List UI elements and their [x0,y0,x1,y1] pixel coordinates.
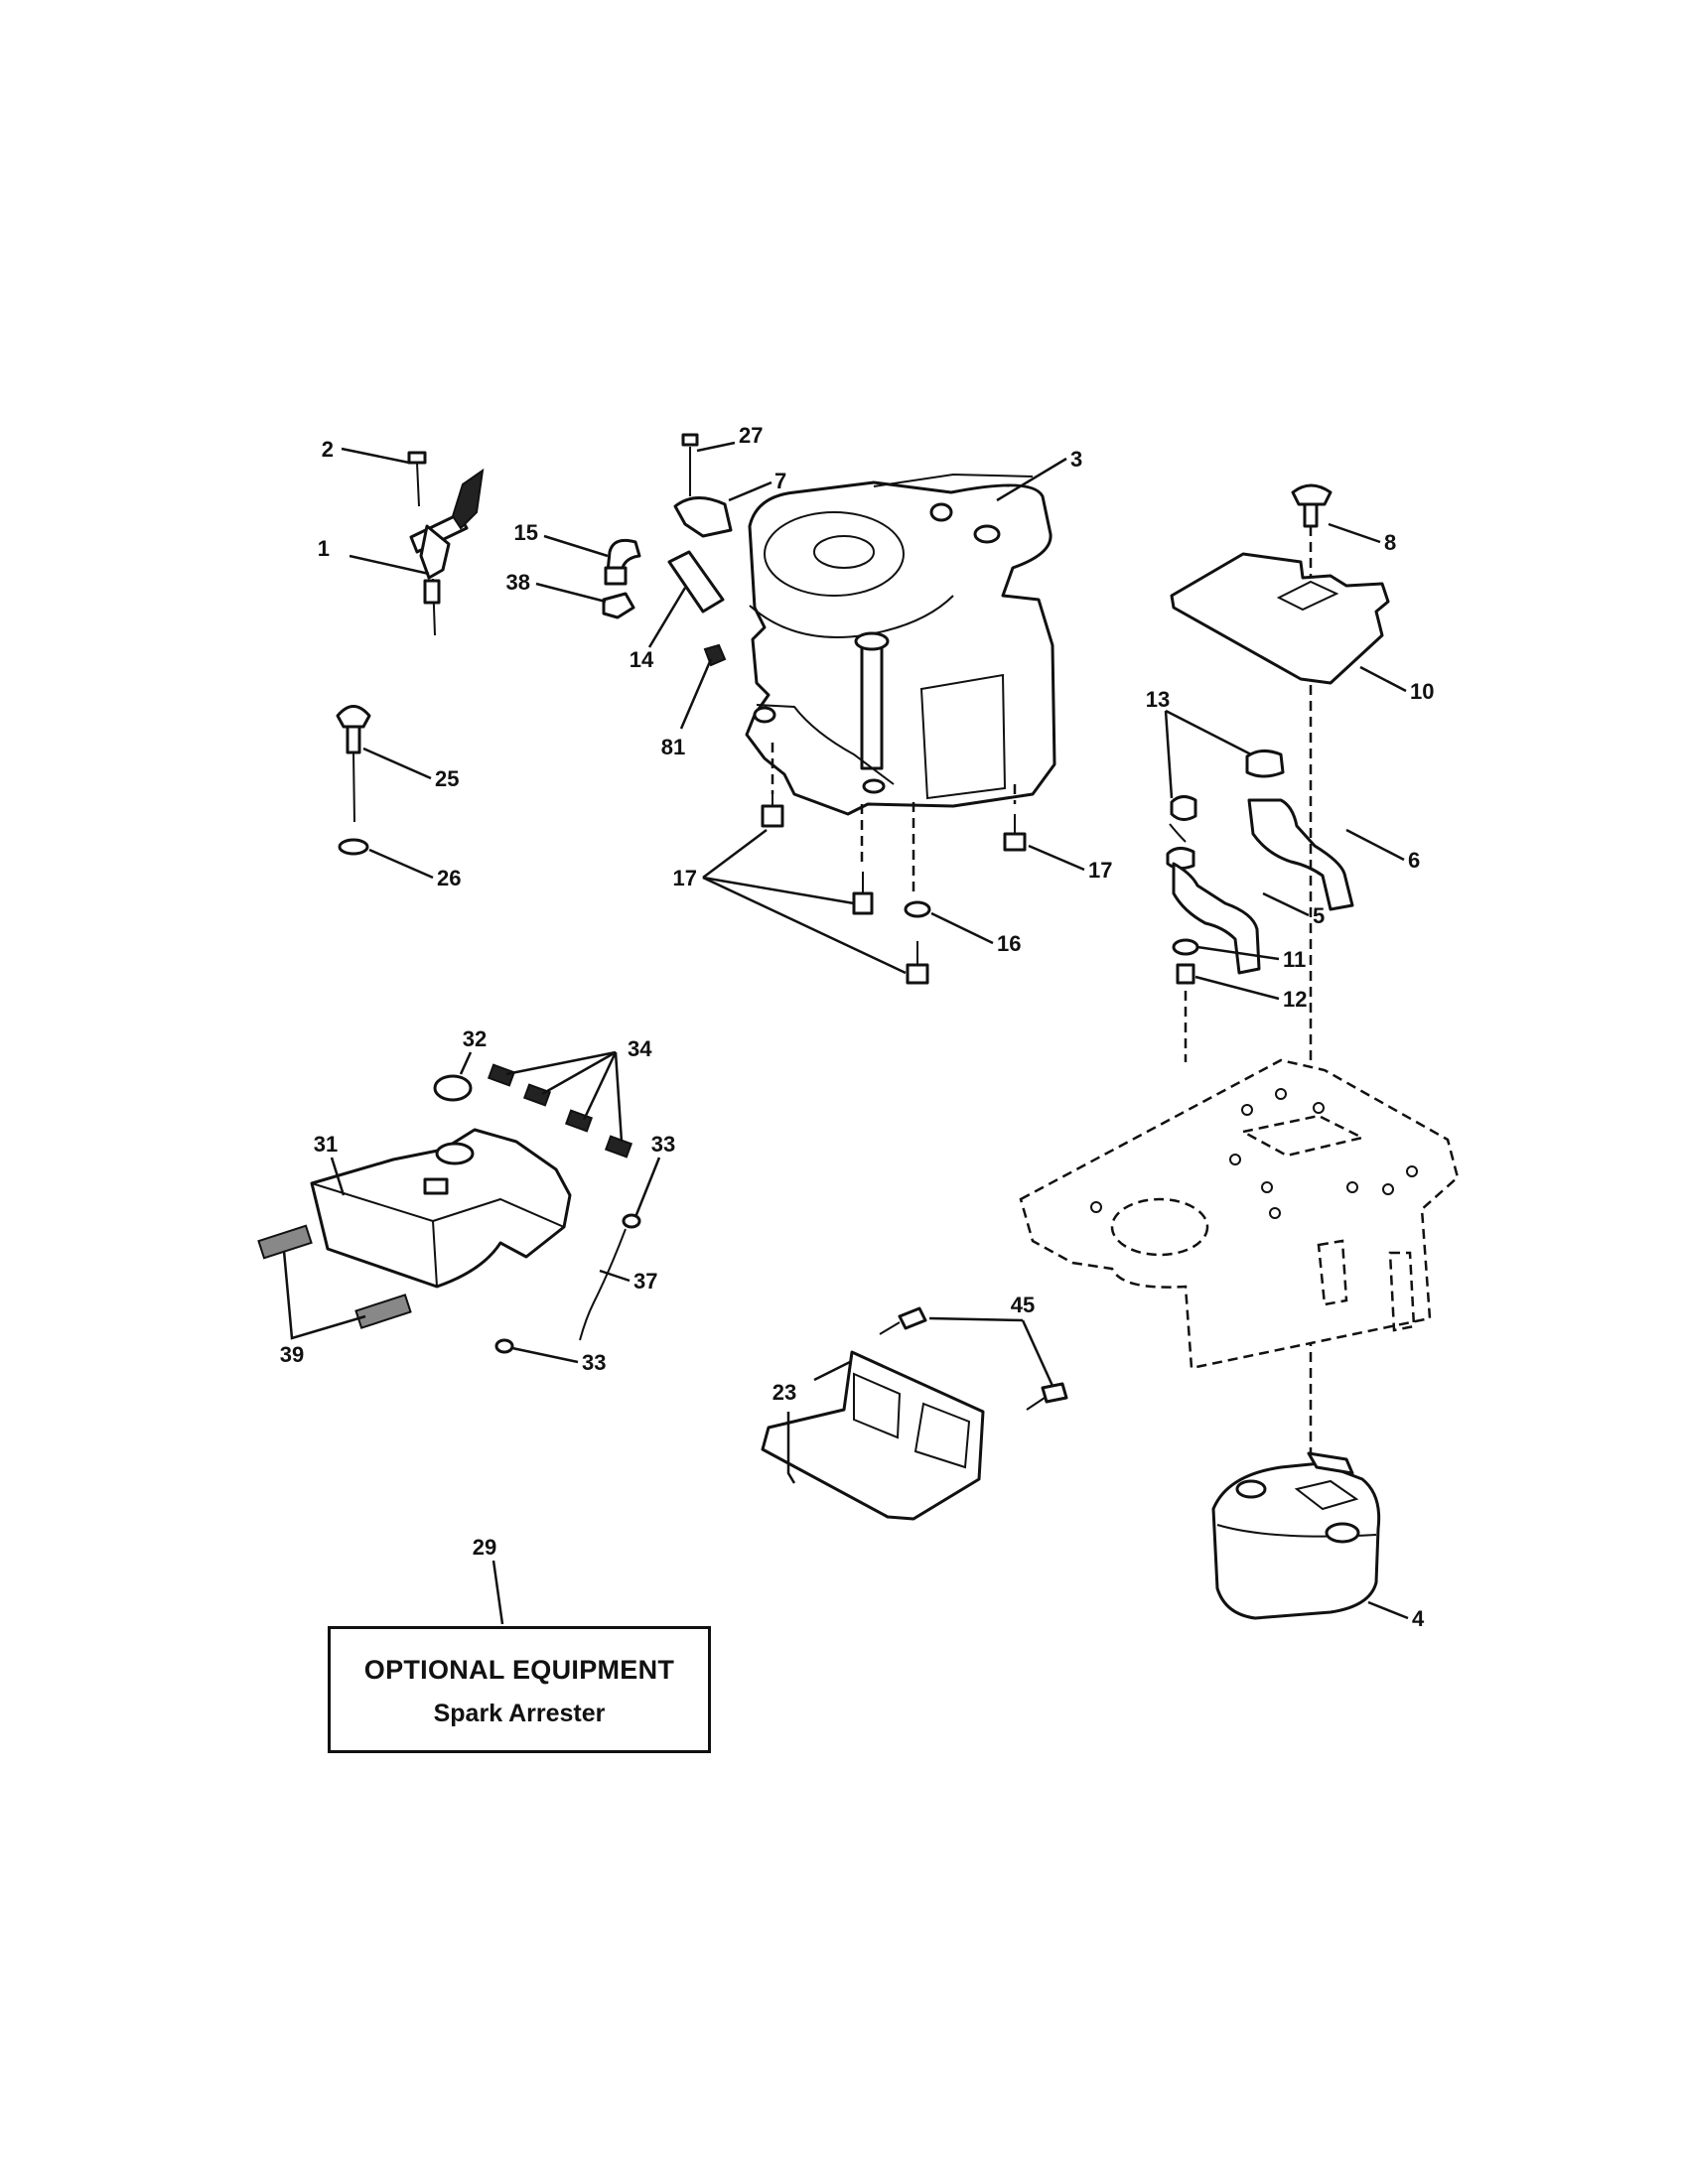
callout-5: 5 [1313,903,1325,928]
fuel-tank-part [257,1063,641,1354]
callout-17-right: 17 [1088,858,1112,883]
fuel-fittings-part [602,433,733,667]
callout-3: 3 [1070,447,1082,472]
spark-arrester-label: Spark Arrester [433,1700,606,1727]
callout-27: 27 [739,423,763,448]
muffler-part [1211,1451,1381,1620]
callout-23: 23 [772,1380,796,1405]
callout-13: 13 [1146,687,1170,712]
callout-32: 32 [463,1026,487,1051]
callout-17-left: 17 [673,866,697,890]
callout-15: 15 [514,520,538,545]
callout-38: 38 [506,570,530,595]
callout-39: 39 [280,1342,304,1367]
callout-45: 45 [1011,1293,1035,1317]
callout-29: 29 [473,1535,496,1560]
callout-8: 8 [1384,530,1396,555]
throttle-control-part [407,451,485,636]
leader-lines [282,441,1409,1625]
callout-26: 26 [437,866,461,890]
callout-11: 11 [1283,947,1306,972]
callout-1: 1 [318,536,330,561]
callout-7: 7 [774,469,786,493]
optional-equipment-title: OPTIONAL EQUIPMENT [363,1655,675,1685]
callout-4: 4 [1412,1606,1425,1631]
callout-labels: 1 2 3 4 5 6 7 8 10 11 12 13 14 15 16 17 … [280,423,1435,1631]
callout-12: 12 [1283,987,1307,1012]
callout-14: 14 [630,647,654,672]
choke-knob-part [336,705,371,856]
mounting-plate-part [1019,685,1460,1459]
callout-34: 34 [628,1036,652,1061]
callout-81: 81 [661,735,685,759]
callout-6: 6 [1408,848,1420,873]
callout-10: 10 [1410,679,1434,704]
callout-25: 25 [435,766,459,791]
callout-37: 37 [633,1269,657,1294]
engine-part [745,473,1056,816]
callout-31: 31 [314,1132,338,1157]
engine-bolts-part [761,743,1027,985]
muffler-guard-part [761,1306,1068,1521]
callout-33-bottom: 33 [582,1350,606,1375]
optional-equipment-box: OPTIONAL EQUIPMENT Spark Arrester [328,1626,711,1753]
exhaust-pipes-part [1166,750,1354,985]
callout-33-top: 33 [651,1132,675,1157]
heat-shield-part [1170,483,1390,685]
callout-2: 2 [322,437,334,462]
callout-16: 16 [997,931,1021,956]
